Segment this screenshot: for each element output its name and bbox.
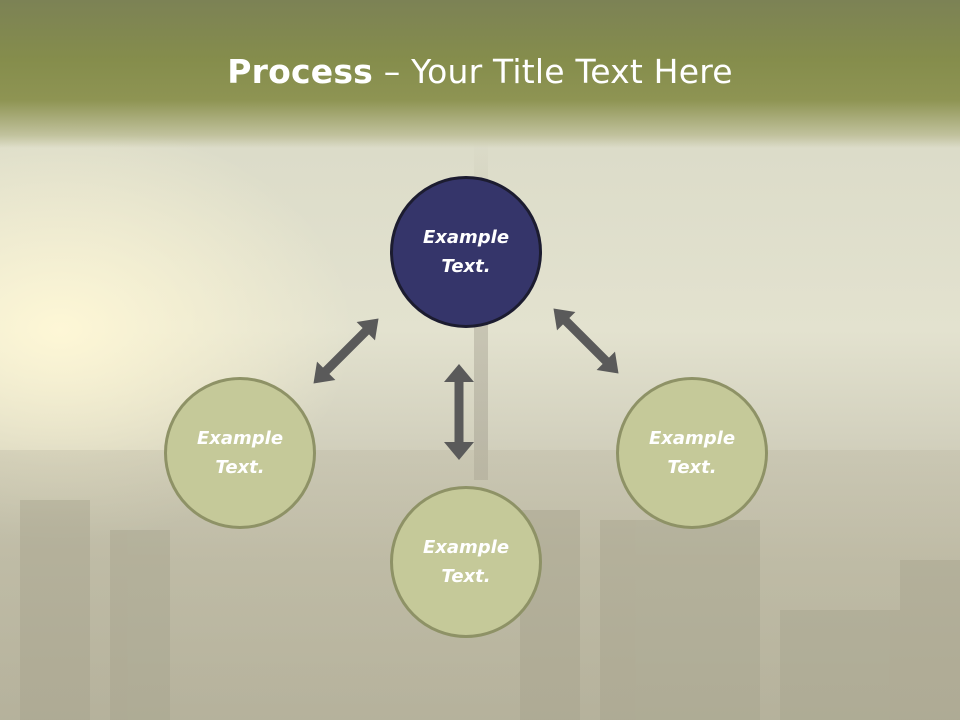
node-label: Example Text. — [196, 428, 284, 478]
title-rest: – Your Title Text Here — [373, 52, 733, 91]
double-arrow-icon[interactable] — [304, 309, 387, 392]
process-node-bottom[interactable]: Example Text. — [390, 486, 542, 638]
double-arrow-icon[interactable] — [544, 299, 627, 382]
process-node-left[interactable]: Example Text. — [164, 377, 316, 529]
title-bar — [0, 0, 960, 148]
slide-title[interactable]: Process – Your Title Text Here — [0, 52, 960, 91]
process-node-right[interactable]: Example Text. — [616, 377, 768, 529]
title-bold: Process — [227, 52, 374, 91]
double-arrow-icon[interactable] — [444, 364, 474, 460]
node-label: Example Text. — [648, 428, 736, 478]
process-node-top[interactable]: Example Text. — [390, 176, 542, 328]
node-label: Example Text. — [422, 537, 510, 587]
node-label: Example Text. — [422, 227, 510, 277]
